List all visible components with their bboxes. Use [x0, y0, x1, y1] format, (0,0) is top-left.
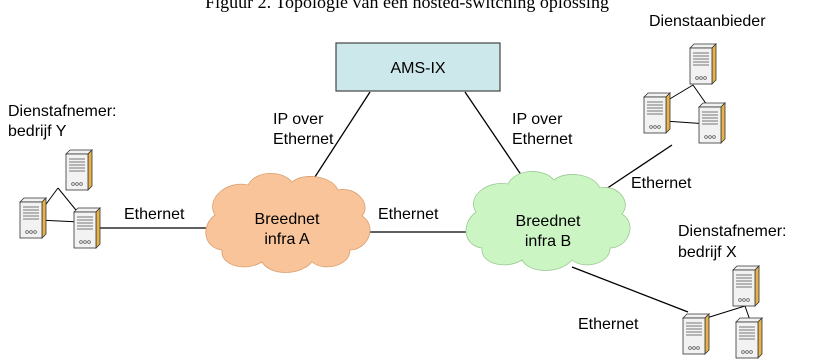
cloud-b-line1: Breednet	[516, 213, 581, 230]
ams-ix-node: AMS-IX	[335, 42, 501, 92]
site-x-line1: Dienstafnemer:	[678, 223, 787, 240]
server-icon	[643, 92, 671, 134]
label-ams-b-line1: IP over	[512, 111, 563, 128]
server-icon	[732, 265, 760, 307]
label-ams-b-line2: Ethernet	[512, 131, 573, 148]
label-ams-a-line2: Ethernet	[273, 131, 334, 148]
server-icon	[735, 317, 763, 359]
site-bedrijf-x: Dienstafnemer: bedrijf X	[678, 223, 787, 359]
site-bedrijf-y: Dienstafnemer: bedrijf Y	[8, 103, 117, 249]
cloud-b-shape	[465, 171, 631, 271]
server-icon	[73, 207, 101, 249]
server-icon	[65, 149, 93, 191]
site-x-line2: bedrijf X	[678, 244, 737, 261]
site-y-line2: bedrijf Y	[8, 123, 67, 140]
label-ams-a-line1: IP over	[273, 111, 324, 128]
link-ams-to-b	[464, 91, 529, 186]
label-b-x: Ethernet	[578, 316, 639, 333]
server-icon	[689, 43, 717, 85]
label-a-b: Ethernet	[378, 206, 439, 223]
label-y-a: Ethernet	[124, 206, 185, 223]
server-icon	[19, 197, 47, 239]
cloud-infra-a: Breednet infra A	[205, 172, 371, 273]
site-provider-label: Dienstaanbieder	[649, 13, 766, 30]
cloud-a-shape	[205, 172, 371, 273]
ams-ix-label: AMS-IX	[390, 60, 445, 77]
site-dienstaanbieder: Dienstaanbieder	[643, 13, 766, 144]
site-y-line1: Dienstafnemer:	[8, 103, 117, 120]
figure-caption: Figuur 2. Topologie van een hosted-switc…	[205, 0, 609, 12]
server-icon	[682, 313, 710, 355]
cloud-b-line2: infra B	[525, 233, 571, 250]
label-b-provider: Ethernet	[631, 175, 692, 192]
cloud-infra-b: Breednet infra B	[465, 171, 631, 271]
server-icon	[698, 102, 726, 144]
cloud-a-line1: Breednet	[255, 211, 320, 228]
ams-ix-box	[335, 42, 501, 92]
link-b-to-x	[571, 266, 689, 313]
cloud-a-line2: infra A	[264, 231, 310, 248]
link-b-to-provider	[596, 144, 673, 196]
